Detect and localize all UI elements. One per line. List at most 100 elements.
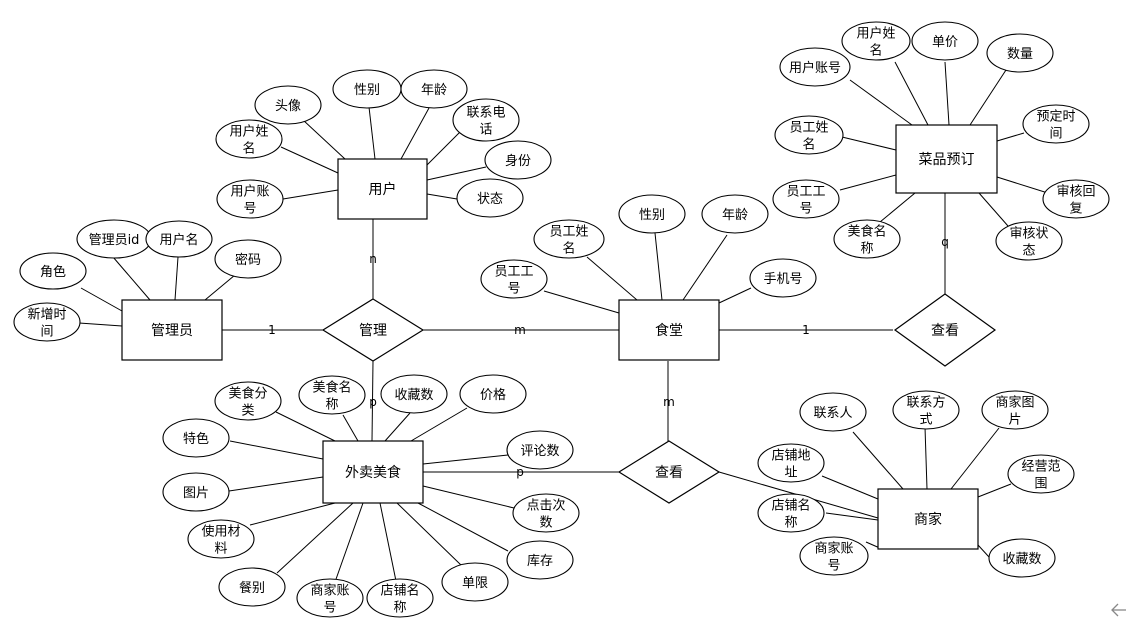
attribute-label: 使用材料 [201, 524, 240, 557]
entity-food: 外卖美食 [322, 440, 424, 504]
attribute-food-12: 店铺名称 [366, 578, 434, 618]
attribute-dish-order-3: 数量 [986, 33, 1054, 73]
attribute-user-4: 联系电话 [452, 98, 520, 142]
entity-canteen-label: 食堂 [655, 322, 683, 339]
card-manage-canteen: m [514, 323, 526, 337]
attribute-dish-order-2: 用户账号 [779, 47, 851, 87]
attribute-food-11: 商家账号 [296, 578, 364, 618]
attribute-merchant-0: 联系人 [799, 392, 867, 432]
attribute-label: 年龄 [722, 208, 748, 223]
attribute-food-7: 点击次数 [512, 493, 580, 533]
attribute-label: 美食名称 [847, 224, 886, 257]
attribute-label: 员工工号 [786, 185, 825, 217]
attribute-label: 预定时间 [1036, 110, 1075, 142]
attribute-user-6: 状态 [456, 178, 524, 218]
attribute-label: 店铺名称 [771, 498, 810, 531]
attribute-label: 新增时间 [27, 307, 66, 340]
card-canteen-view-top: 1 [802, 323, 810, 337]
attribute-label: 员工姓名 [789, 121, 828, 153]
attribute-merchant-1: 联系方式 [892, 390, 960, 430]
attribute-merchant-4: 经营范围 [1007, 454, 1075, 494]
entity-admin: 管理员 [121, 299, 223, 361]
attribute-admin-3: 密码 [214, 239, 282, 279]
attribute-label: 价格 [480, 387, 506, 403]
card-view-top-order: q [941, 235, 949, 249]
cardinalities: 1 n m p 1 q m p [268, 235, 949, 479]
attribute-label: 特色 [183, 431, 209, 447]
attribute-label: 年龄 [421, 83, 447, 98]
attribute-label: 用户名 [159, 232, 198, 248]
attribute-label: 评论数 [520, 444, 559, 459]
card-manage-food: p [369, 395, 377, 409]
attribute-canteen-1: 性别 [618, 194, 686, 234]
entity-dish-order-label: 菜品预订 [919, 152, 975, 168]
relationship-view-bottom-label: 查看 [655, 465, 683, 481]
attribute-label: 联系人 [813, 406, 852, 421]
attribute-food-13: 单限 [441, 562, 509, 602]
attribute-label: 联系电话 [466, 106, 505, 138]
card-canteen-view-bottom: m [663, 395, 675, 409]
attribute-merchant-3: 店铺地址 [757, 443, 825, 483]
attribute-label: 收藏数 [394, 388, 433, 403]
attribute-food-1: 美食名称 [298, 375, 366, 415]
attribute-label: 头像 [275, 99, 301, 114]
attribute-label: 身份 [505, 153, 531, 169]
attribute-merchant-5: 店铺名称 [757, 493, 825, 533]
attribute-canteen-3: 员工工号 [480, 259, 548, 299]
relationship-view-top: 查看 [893, 293, 997, 367]
attribute-dish-order-1: 单价 [911, 21, 979, 61]
attribute-user-7: 用户账号 [216, 179, 284, 219]
entity-canteen: 食堂 [618, 299, 720, 361]
entity-food-label: 外卖美食 [345, 464, 401, 481]
attribute-food-0: 美食分类 [214, 381, 282, 421]
relationship-view-top-label: 查看 [931, 323, 959, 339]
attribute-label: 收藏数 [1002, 552, 1041, 567]
relationship-manage-label: 管理 [359, 323, 387, 339]
entity-user: 用户 [337, 158, 428, 220]
attribute-label: 管理员id [89, 233, 140, 248]
back-arrow-icon[interactable] [1111, 603, 1126, 617]
attribute-label: 状态 [477, 192, 503, 207]
attribute-canteen-4: 手机号 [749, 258, 817, 298]
attribute-label: 商家账号 [814, 541, 853, 574]
attribute-label: 单价 [932, 35, 958, 50]
attribute-admin-0: 角色 [19, 252, 87, 290]
attribute-label: 店铺名称 [380, 583, 419, 616]
entity-merchant-label: 商家 [914, 511, 942, 528]
attribute-food-2: 收藏数 [380, 374, 448, 414]
attribute-user-3: 年龄 [400, 69, 468, 109]
attribute-label: 商家图片 [995, 395, 1034, 428]
attribute-label: 图片 [183, 486, 209, 501]
attribute-label: 用户账号 [230, 184, 269, 217]
attribute-label: 员工姓名 [549, 225, 588, 257]
attribute-label: 数量 [1007, 47, 1033, 62]
attribute-label: 点击次数 [526, 498, 565, 531]
attribute-dish-order-4: 预定时间 [1022, 104, 1090, 144]
relationship-view-bottom: 查看 [617, 440, 721, 504]
attribute-admin-2: 用户名 [145, 220, 213, 258]
entity-user-label: 用户 [369, 181, 397, 198]
attribute-label: 库存 [527, 553, 553, 569]
attribute-label: 用户账号 [789, 60, 841, 76]
attribute-label: 手机号 [763, 272, 802, 287]
attribute-label: 性别 [639, 208, 665, 223]
attribute-label: 单限 [462, 576, 488, 591]
attribute-edges [78, 61, 1052, 583]
attribute-label: 审核回复 [1056, 185, 1095, 217]
attribute-user-0: 用户姓名 [215, 119, 283, 159]
attribute-label: 店铺地址 [771, 449, 810, 481]
attribute-food-9: 库存 [506, 540, 574, 580]
attribute-label: 经营范围 [1021, 460, 1060, 492]
attribute-label: 员工工号 [494, 265, 533, 297]
attribute-dish-order-5: 员工姓名 [774, 115, 844, 155]
attribute-label: 美食名称 [312, 380, 351, 413]
entity-dish-order: 菜品预订 [895, 124, 998, 194]
attribute-label: 用户姓名 [856, 26, 895, 59]
attribute-merchant-6: 商家账号 [799, 536, 869, 576]
attribute-label: 联系方式 [906, 395, 945, 428]
attribute-dish-order-7: 美食名称 [833, 219, 901, 259]
attribute-label: 角色 [40, 264, 66, 280]
attribute-food-6: 图片 [162, 472, 230, 512]
